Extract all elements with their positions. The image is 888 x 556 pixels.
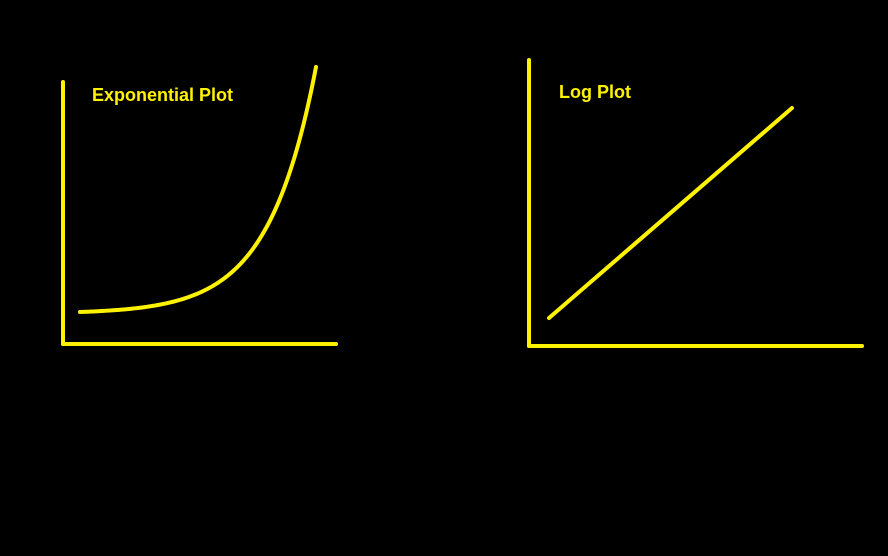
- exponential-plot-title: Exponential Plot: [92, 85, 233, 105]
- log-plot-line: [547, 106, 794, 320]
- exponential-curve: [78, 64, 318, 314]
- exponential-plot-panel: Exponential Plot: [61, 64, 338, 346]
- log-plot-title: Log Plot: [559, 82, 631, 102]
- log-plot-panel: Log Plot: [527, 58, 864, 348]
